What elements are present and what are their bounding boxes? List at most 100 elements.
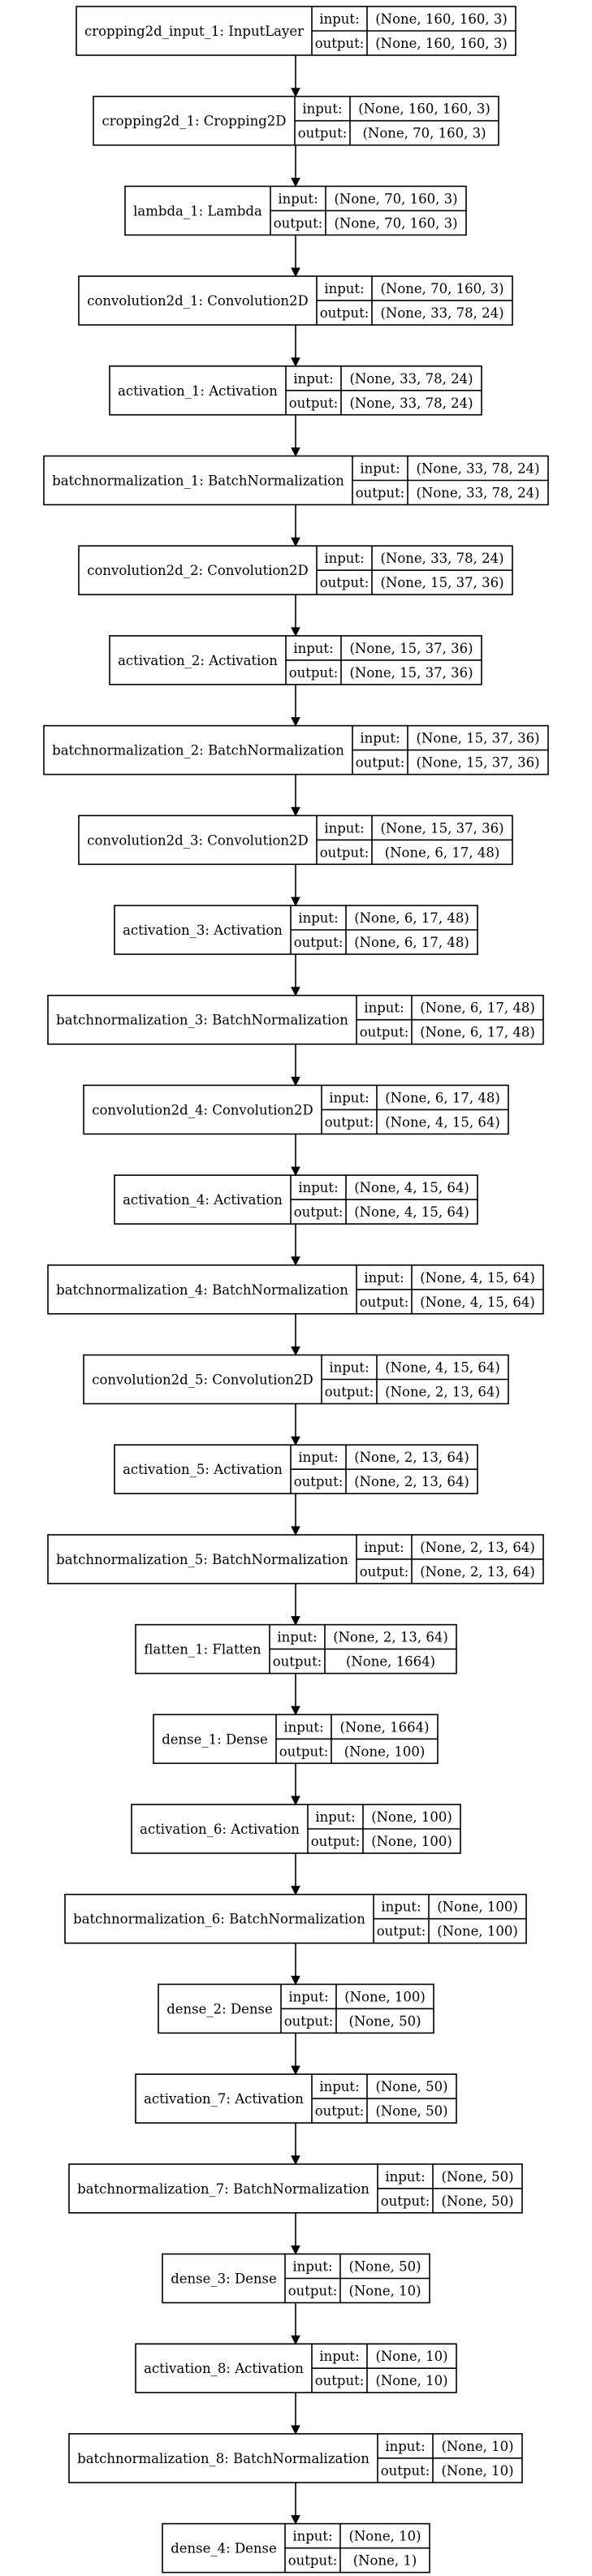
input-shape: (None, 15, 37, 36) [416,731,539,746]
output-shape: (None, 4, 15, 64) [420,1294,535,1310]
layer-node: batchnormalization_5: BatchNormalization… [47,1534,544,1584]
input-label: input: [324,281,364,296]
output-label: output: [273,1654,322,1670]
layer-node: convolution2d_1: Convolution2D input: outp… [78,275,513,326]
input-label: input: [315,1809,355,1825]
layer-node: batchnormalization_1: BatchNormalization… [43,455,549,506]
layer-name: activation_7: Activation [144,2091,304,2107]
arrow-head-icon [291,717,300,727]
input-shape: (None, 33, 78, 24) [416,461,539,477]
layer-name: convolution2d_1: Convolution2D [87,293,309,309]
output-shape: (None, 100) [437,1924,518,1939]
output-shape: (None, 100) [344,1744,426,1759]
arrow-head-icon [291,2245,300,2255]
input-label: input: [293,371,333,387]
input-label: input: [381,1900,421,1915]
layer-name: activation_2: Activation [118,653,278,668]
arrow-head-icon [291,2335,300,2345]
output-shape: (None, 15, 37, 36) [416,755,539,771]
layer-name: dense_2: Dense [166,2001,273,2016]
input-shape: (None, 33, 78, 24) [380,551,503,566]
layer-name: activation_4: Activation [123,1192,283,1208]
layer-name: dense_3: Dense [171,2271,277,2287]
output-shape: (None, 70, 160, 3) [334,215,457,231]
output-label: output: [320,305,369,321]
layer-name: dense_1: Dense [162,1731,268,1747]
layer-name: activation_3: Activation [123,923,283,938]
input-shape: (None, 10) [375,2349,447,2364]
layer-node: batchnormalization_7: BatchNormalization… [68,2163,523,2214]
layer-name: convolution2d_5: Convolution2D [92,1372,313,1388]
output-shape: (None, 4, 15, 64) [354,1204,469,1220]
input-shape: (None, 50) [375,2079,447,2094]
input-label: input: [292,2529,332,2544]
output-label: output: [315,2103,365,2119]
input-shape: (None, 50) [441,2169,513,2185]
output-label: output: [284,2013,334,2029]
input-shape: (None, 15, 37, 36) [349,641,473,656]
layer-name: batchnormalization_2: BatchNormalization [52,743,344,759]
output-shape: (None, 6, 17, 48) [420,1025,535,1040]
output-shape: (None, 33, 78, 24) [349,395,473,411]
input-shape: (None, 70, 160, 3) [334,191,457,206]
layer-node: convolution2d_5: Convolution2Dinput:outp… [83,1354,509,1405]
output-shape: (None, 10) [375,2373,447,2388]
layer-node: lambda_1: Lambda input: output: (None, 70, … [124,185,467,236]
output-label: output: [356,755,405,771]
layer-node: activation_1: Activationinput:output:(No… [109,365,482,416]
input-label: input: [319,2079,359,2094]
output-label: output: [360,1025,409,1040]
layer-name: convolution2d_2: Convolution2D [87,563,309,578]
input-shape: (None, 160, 160, 3) [358,102,490,117]
input-label: input: [364,1001,404,1016]
output-shape: (None, 160, 160, 3) [375,36,508,51]
arrow-head-icon [291,1616,300,1626]
output-label: output: [288,2284,338,2299]
layer-name: activation_6: Activation [140,1822,300,1837]
arrow-head-icon [291,1526,300,1537]
arrow-head-icon [291,1166,300,1177]
input-label: input: [302,102,342,117]
output-shape: (None, 4, 15, 64) [385,1114,500,1130]
input-shape: (None, 100) [437,1900,518,1915]
input-label: input: [329,1360,369,1376]
input-label: input: [298,1180,338,1195]
input-label: input: [293,641,333,656]
input-shape: (None, 100) [371,1809,452,1825]
layer-node: activation_3: Activationinput:output:(No… [114,905,478,955]
output-shape: (None, 2, 13, 64) [385,1385,500,1400]
layer-name: activation_5: Activation [123,1462,283,1477]
input-shape: (None, 50) [348,2259,421,2275]
output-shape: (None, 50) [348,2013,421,2029]
output-shape: (None, 2, 13, 64) [420,1564,535,1580]
layer-node: convolution2d_4: Convolution2Dinput:outp… [83,1084,509,1135]
input-shape: (None, 100) [344,1989,426,2004]
output-shape: (None, 2, 13, 64) [354,1474,469,1489]
output-shape: (None, 50) [441,2193,513,2209]
layer-name: convolution2d_4: Convolution2D [92,1102,313,1117]
output-label: output: [274,215,323,231]
layer-name: lambda_1: Lambda [133,203,262,218]
output-shape: (None, 33, 78, 24) [416,486,539,501]
arrow-head-icon [291,88,300,97]
input-label: input: [292,2259,332,2275]
output-label: output: [294,935,344,950]
layer-node: cropping2d_input_1: InputLayerinput:outp… [76,6,516,56]
input-label: input: [324,551,364,566]
output-label: output: [311,1834,361,1849]
layer-name: batchnormalization_4: BatchNormalization [56,1282,348,1298]
input-label: input: [278,191,318,206]
input-label: input: [329,1090,369,1105]
layer-name: batchnormalization_3: BatchNormalization [56,1013,348,1028]
layer-node: batchnormalization_2: BatchNormalization… [43,724,549,776]
output-shape: (None, 6, 17, 48) [385,845,500,860]
layer-node: batchnormalization_6: BatchNormalization… [64,1893,527,1944]
output-label: output: [377,1924,426,1939]
arrow-head-icon [291,1436,300,1446]
input-label: input: [360,461,400,477]
arrow-head-icon [291,2065,300,2076]
output-label: output: [381,2463,430,2479]
layer-node: activation_2: Activationinput:output:(No… [109,635,482,685]
arrow-head-icon [291,1705,300,1716]
